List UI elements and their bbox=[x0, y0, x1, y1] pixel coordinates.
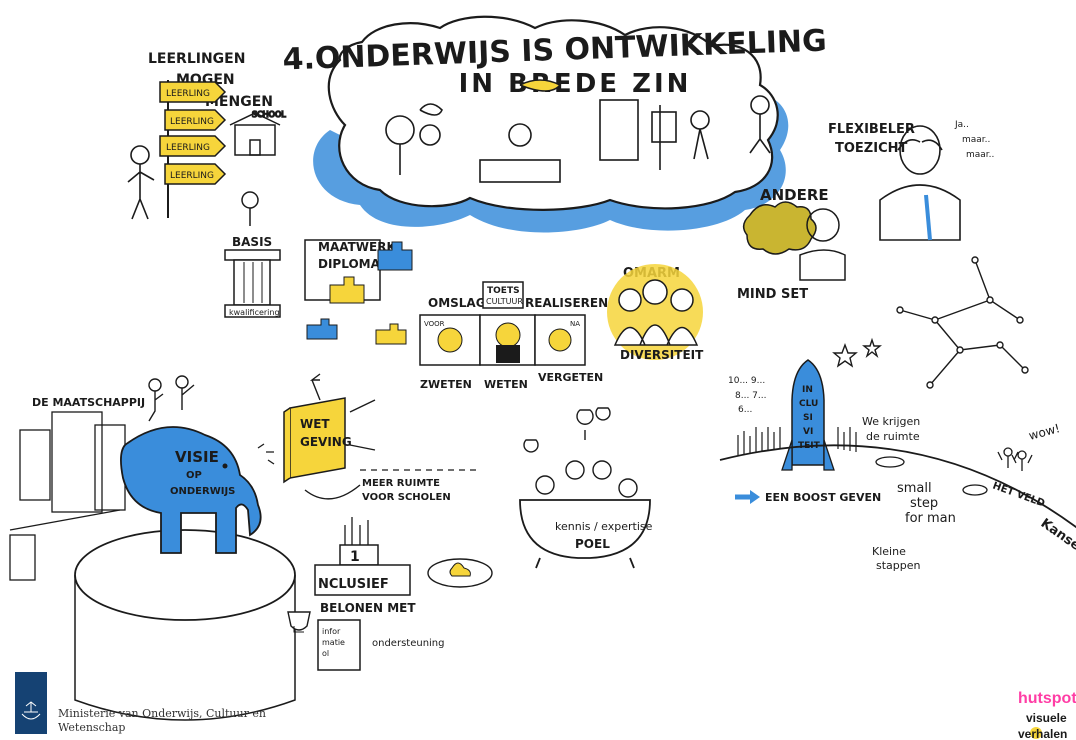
toets-badge-1: TOETS bbox=[487, 286, 520, 296]
kleine-stappen-2: stappen bbox=[876, 559, 921, 572]
informatie-1: infor bbox=[322, 627, 341, 636]
toets-badge-2: CULTUUR bbox=[486, 297, 523, 306]
vergeten-label: VERGETEN bbox=[538, 371, 603, 384]
maatwerk-1: MAATWERK bbox=[318, 240, 396, 254]
maatschappij-label: DE MAATSCHAPPIJ bbox=[32, 396, 145, 409]
maatschappij-section: DE MAATSCHAPPIJ VISIE OP ONDERWIJS bbox=[9, 375, 296, 721]
man-covering-eyes bbox=[879, 125, 961, 241]
basis-pillar: BASIS kwalificering bbox=[224, 191, 281, 318]
maatwerk-2: DIPLOMA bbox=[318, 257, 381, 271]
brain-figure bbox=[742, 201, 846, 281]
small-step-1: small bbox=[897, 481, 932, 496]
ministry-line-1: Ministerie van Onderwijs, Cultuur en bbox=[58, 707, 266, 720]
incl-4: VI bbox=[803, 427, 813, 437]
people-on-elephant bbox=[148, 375, 195, 422]
title-line-2: IN BREDE ZIN bbox=[459, 69, 692, 99]
leerlingen-header-1: LEERLINGEN bbox=[148, 51, 245, 67]
elephant-text-1: VISIE bbox=[175, 448, 219, 466]
verhalen-label: verhalen bbox=[1018, 727, 1067, 740]
boost-label: EEN BOOST GEVEN bbox=[765, 491, 881, 504]
basis-label: BASIS bbox=[232, 235, 272, 249]
elephant-text-2: OP bbox=[186, 470, 202, 481]
incl-1: IN bbox=[802, 385, 813, 395]
city-buildings bbox=[9, 411, 126, 581]
countdown-3: 6... bbox=[738, 405, 752, 415]
pillar-label: kwalificering bbox=[229, 308, 280, 317]
coat-of-arms-icon bbox=[21, 701, 41, 720]
signpost: LEERLING LEERLING LEERLING LEERLING bbox=[159, 81, 227, 185]
na-label: NA bbox=[570, 320, 580, 328]
small-step-3: for man bbox=[905, 511, 956, 526]
kennis-section: kennis / expertise POEL bbox=[519, 407, 653, 569]
wow-label: wow! bbox=[1027, 421, 1061, 443]
sign-label-1: LEERLING bbox=[166, 89, 210, 99]
podium-number: 1 bbox=[350, 549, 360, 565]
ministry-logo: Ministerie van Onderwijs, Cultuur en Wet… bbox=[15, 672, 266, 734]
flexibeler-2: TOEZICHT bbox=[835, 141, 907, 156]
informatie-3: ol bbox=[322, 649, 329, 658]
wetgeving-2: GEVING bbox=[300, 435, 352, 449]
zweten-label: ZWETEN bbox=[420, 378, 472, 391]
omarm-section: OMARM DIVERSITEIT bbox=[607, 264, 704, 362]
poel-label: POEL bbox=[575, 537, 610, 551]
sign-label-4: LEERLING bbox=[170, 171, 214, 181]
voor-label: VOOR bbox=[424, 320, 445, 328]
countdown-2: 8... 7... bbox=[735, 391, 766, 401]
small-step-2: step bbox=[910, 496, 938, 511]
incl-3: SI bbox=[803, 413, 813, 423]
elephant: VISIE OP ONDERWIJS bbox=[120, 426, 262, 554]
hutspot-label: hutspot bbox=[1018, 690, 1076, 707]
ondersteuning-label: ondersteuning bbox=[372, 638, 445, 649]
mindset-section: ANDERE MIND SET bbox=[737, 186, 846, 302]
meer-ruimte-1: MEER RUIMTE bbox=[362, 478, 440, 489]
inclusief-section: 1 NCLUSIEF BELONEN MET infor matie ol on… bbox=[287, 517, 493, 671]
sign-label-2: LEERLING bbox=[170, 117, 214, 127]
het-veld-section: wow! HET VELD Kansen bbox=[991, 421, 1076, 559]
wetgeving-section: WET GEVING MEER RUIMTE VOOR SCHOLEN bbox=[283, 373, 480, 503]
rocket-section: 10... 9... 8... 7... 6... IN CLU SI VI T… bbox=[719, 359, 1076, 572]
kleine-stappen-1: Kleine bbox=[872, 545, 906, 558]
school-label: SCHOOL bbox=[252, 110, 286, 119]
flexibeler-section: FLEXIBELER TOEZICHT Ja.. maar.. maar.. bbox=[828, 120, 994, 241]
elephant-text-3: ONDERWIJS bbox=[170, 486, 235, 497]
countdown-1: 10... 9... bbox=[728, 376, 765, 386]
meer-ruimte-2: VOOR SCHOLEN bbox=[362, 492, 451, 503]
school-building: SCHOOL bbox=[229, 109, 287, 156]
ja-maar-2: maar.. bbox=[962, 135, 990, 145]
title-cloud: 4.ONDERWIJS IS ONTWIKKELING IN BREDE ZIN bbox=[282, 15, 827, 233]
diversiteit-label: DIVERSITEIT bbox=[620, 348, 704, 362]
leerlingen-header-3: MENGEN bbox=[205, 94, 273, 110]
mindset-label: MIND SET bbox=[737, 287, 808, 302]
flexibeler-1: FLEXIBELER bbox=[828, 122, 915, 137]
wetgeving-1: WET bbox=[300, 417, 330, 431]
ja-maar-3: maar.. bbox=[966, 150, 994, 160]
hutspot-credit: hutspot visuele verhalen bbox=[1018, 690, 1076, 740]
person-figure bbox=[127, 145, 155, 220]
informatie-2: matie bbox=[322, 638, 345, 647]
weten-label: WETEN bbox=[484, 378, 528, 391]
ministry-line-2: Wetenschap bbox=[58, 721, 125, 734]
inclusief-label: NCLUSIEF bbox=[318, 577, 389, 592]
omslag-suffix: REALISEREN bbox=[525, 296, 608, 310]
network-doodle bbox=[832, 256, 1029, 389]
het-veld-label: HET VELD bbox=[991, 480, 1046, 509]
ja-maar-1: Ja.. bbox=[954, 120, 969, 130]
maatwerk-section: MAATWERK DIPLOMA bbox=[304, 239, 413, 345]
we-krijgen-1: We krijgen bbox=[862, 415, 920, 428]
omslag-section: OMSLAG IN TOETS CULTUUR REALISEREN VOOR … bbox=[419, 281, 608, 391]
leerlingen-section: LEERLINGEN MOGEN MENGEN LEERLING LEERLIN… bbox=[127, 51, 287, 220]
kennis-label: kennis / expertise bbox=[555, 520, 653, 533]
sign-label-3: LEERLING bbox=[166, 143, 210, 153]
cloud-doodles bbox=[385, 79, 771, 183]
visuele-label: visuele bbox=[1026, 711, 1067, 725]
we-krijgen-2: de ruimte bbox=[866, 430, 920, 443]
belonen-label: BELONEN MET bbox=[320, 601, 416, 615]
incl-2: CLU bbox=[799, 399, 818, 409]
andere-label: ANDERE bbox=[760, 186, 829, 204]
